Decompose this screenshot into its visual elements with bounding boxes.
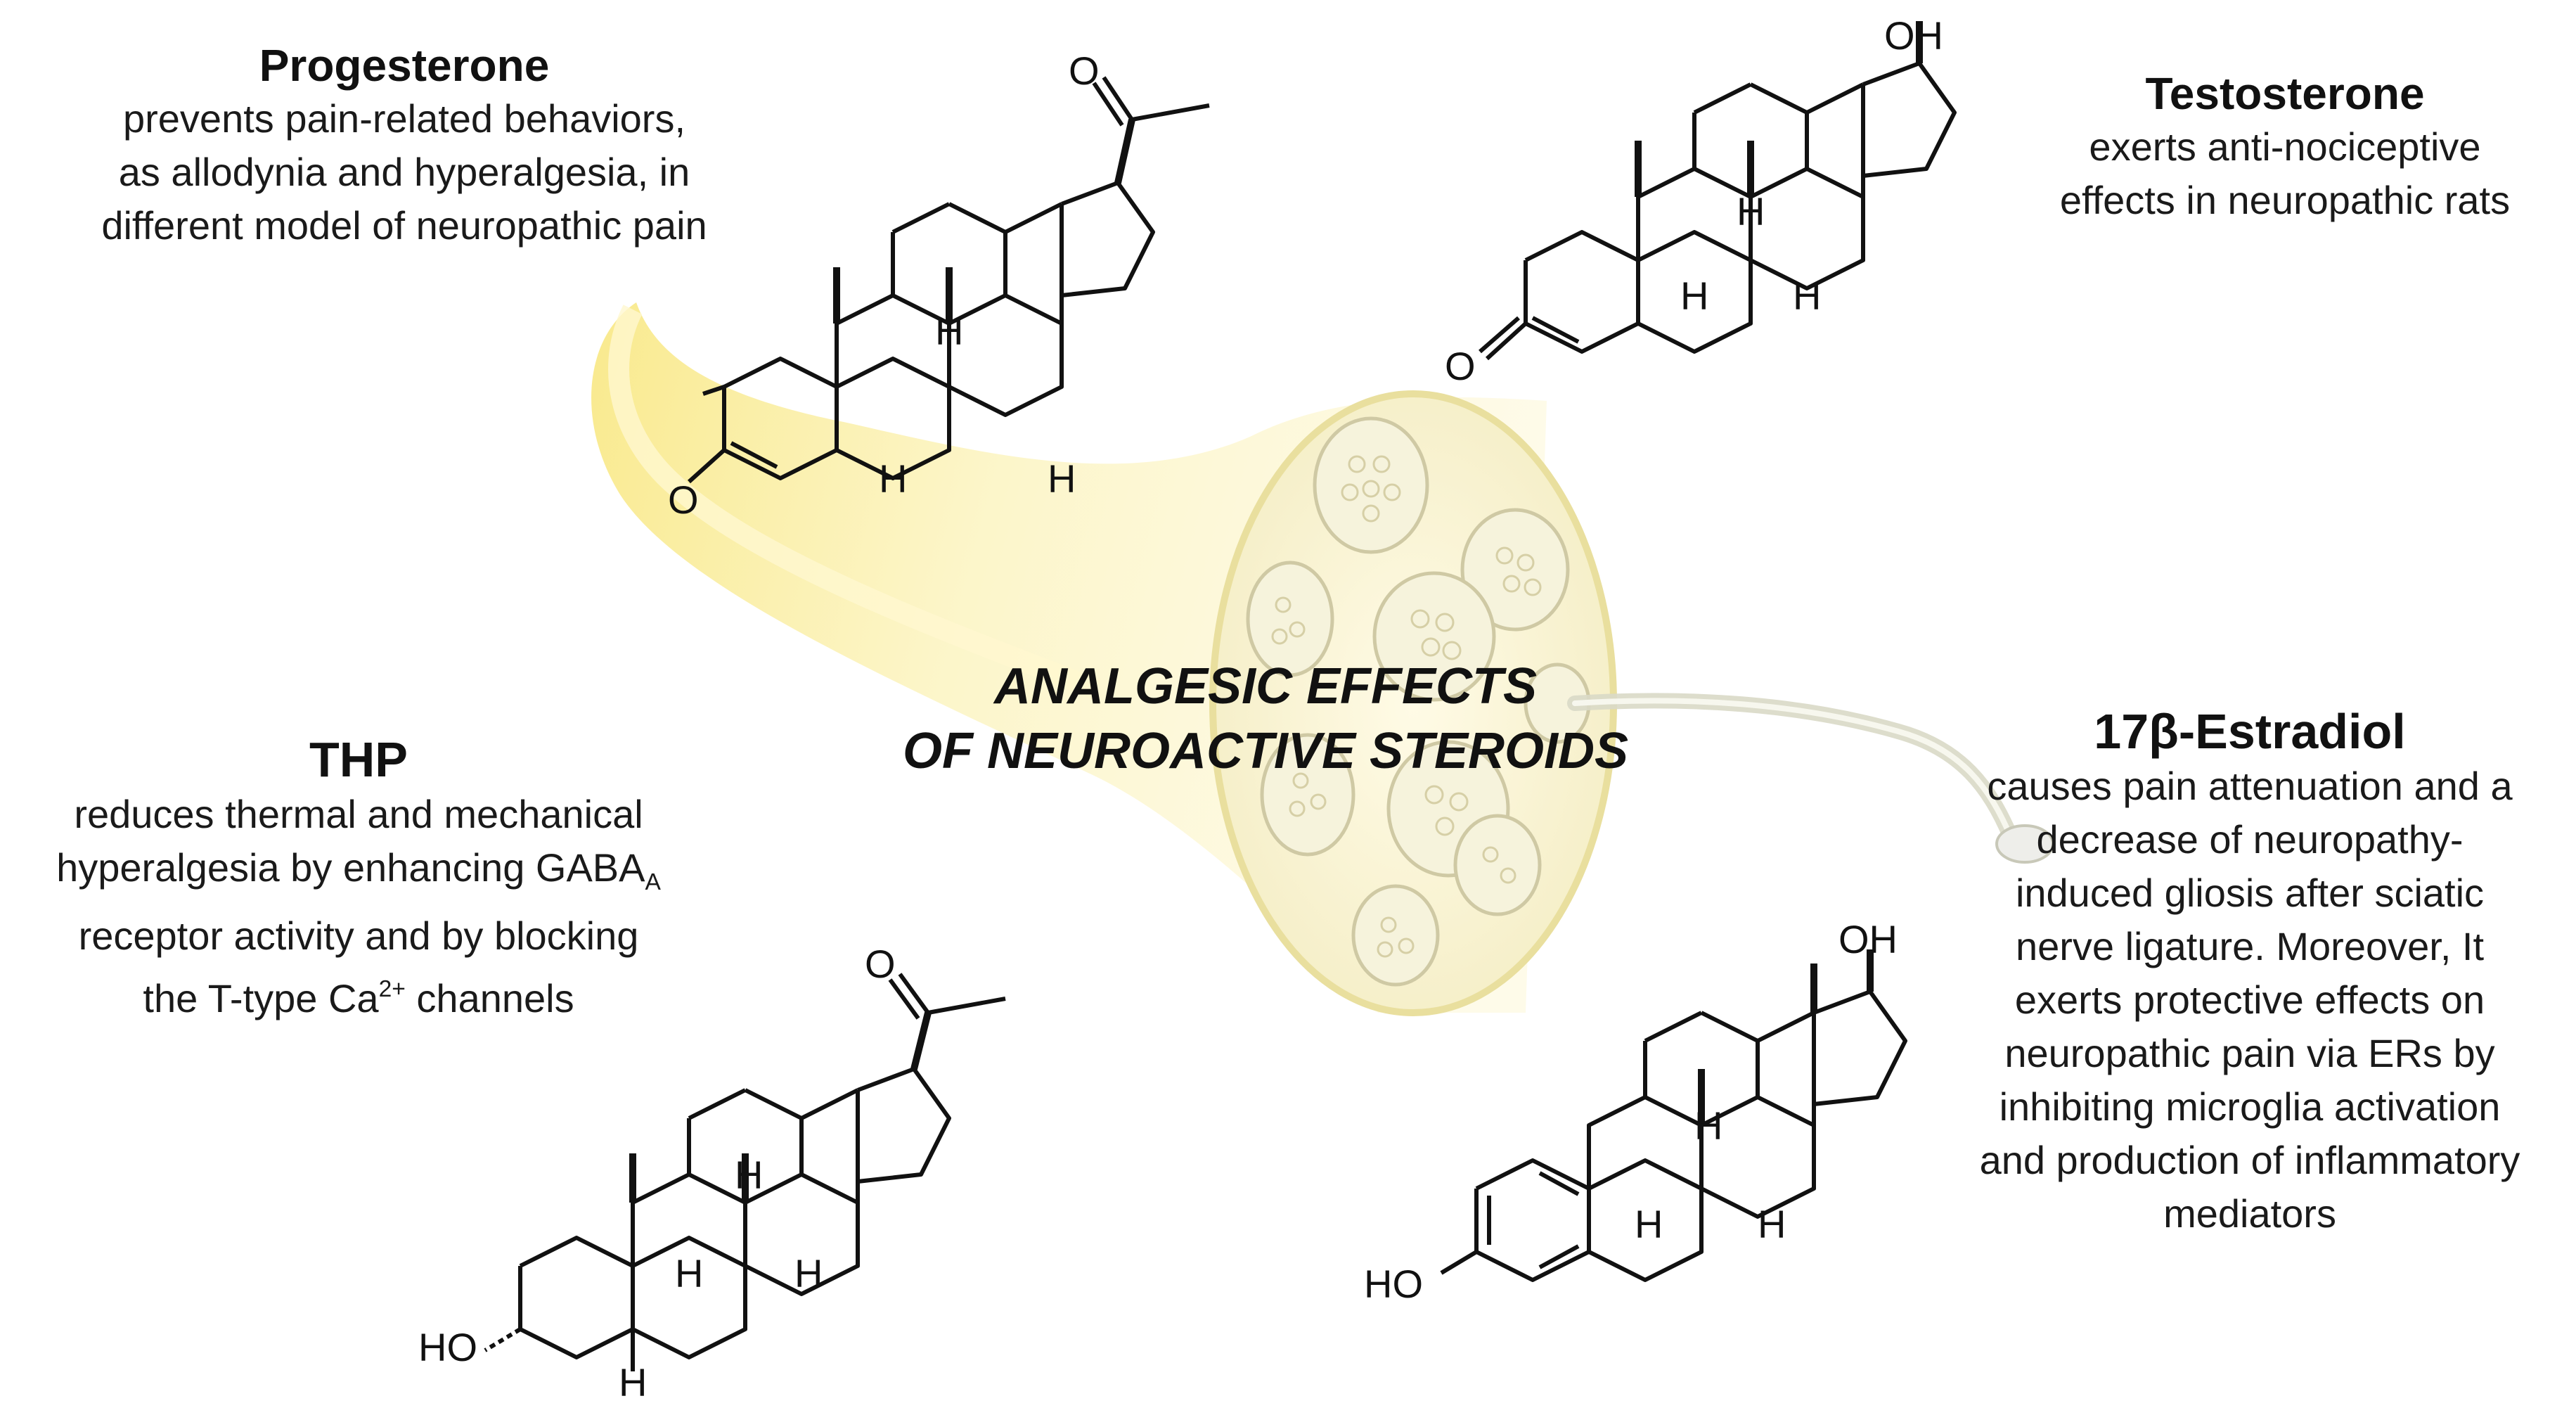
- thp-h1: H: [735, 1153, 763, 1197]
- nerve-illustration: [591, 302, 2054, 1016]
- thp-line-text: hyperalgesia by enhancing GABA: [56, 845, 645, 890]
- estradiol-line: causes pain attenuation and a: [1987, 764, 2513, 808]
- thp-o: O: [865, 942, 896, 986]
- axons: [1271, 455, 1542, 958]
- progesterone-line: prevents pain-related behaviors,: [122, 96, 686, 141]
- thp-h3: H: [794, 1251, 823, 1295]
- fascicle: [1260, 733, 1355, 857]
- progesterone-o2: O: [668, 478, 699, 522]
- progesterone-title: Progesterone: [259, 40, 550, 91]
- electrode-wire-core: [1572, 698, 2014, 840]
- testosterone-h3: H: [1793, 274, 1821, 318]
- progesterone-o1: O: [1069, 49, 1100, 93]
- estradiol-line: mediators: [2163, 1191, 2336, 1236]
- center-title: ANALGESIC EFFECTS OF NEUROACTIVE STEROID…: [809, 654, 1722, 783]
- thp-title: THP: [309, 732, 408, 787]
- estradiol-h3: H: [1758, 1202, 1786, 1246]
- testosterone-line: effects in neuropathic rats: [2059, 178, 2511, 222]
- estradiol-structure: [1440, 949, 1907, 1282]
- fascicle: [1460, 508, 1570, 632]
- testosterone-line: exerts anti-nociceptive: [2089, 124, 2481, 169]
- thp-line-text: the T-type Ca: [143, 975, 379, 1020]
- estradiol-oh: OH: [1838, 917, 1898, 961]
- fascicle: [1246, 561, 1334, 677]
- progesterone-description: Progesterone prevents pain-related behav…: [42, 39, 766, 252]
- progesterone-line: different model of neuropathic pain: [101, 203, 707, 248]
- progesterone-h2: H: [879, 456, 907, 501]
- estradiol-h2: H: [1635, 1202, 1663, 1246]
- progesterone-line: as allodynia and hyperalgesia, in: [118, 150, 690, 194]
- testosterone-h2: H: [1680, 274, 1708, 318]
- testosterone-structure: [1479, 21, 1957, 361]
- thp-line-text: channels: [405, 975, 574, 1020]
- center-title-line2: OF NEUROACTIVE STEROIDS: [902, 723, 1629, 779]
- fascicle: [1313, 416, 1429, 554]
- estradiol-line: nerve ligature. Moreover, It: [2015, 924, 2485, 968]
- testosterone-oh: OH: [1884, 13, 1943, 58]
- fascicles: [1246, 416, 1591, 987]
- thp-structure: [484, 973, 1006, 1371]
- fascicle: [1453, 814, 1542, 916]
- estradiol-line: exerts protective effects on: [2014, 978, 2485, 1022]
- estradiol-ho: HO: [1364, 1262, 1423, 1306]
- estradiol-title: 17β-Estradiol: [2094, 704, 2406, 759]
- estradiol-line: induced gliosis after sciatic: [2015, 871, 2485, 915]
- testosterone-o: O: [1445, 344, 1476, 388]
- progesterone-h1: H: [935, 309, 963, 353]
- estradiol-line: and production of inflammatory: [1979, 1138, 2520, 1182]
- testosterone-description: Testosterone exerts anti-nociceptive eff…: [1969, 67, 2576, 227]
- thp-description: THP reduces thermal and mechanical hyper…: [14, 731, 703, 1025]
- progesterone-h3: H: [1048, 456, 1076, 501]
- thp-ho: HO: [418, 1325, 477, 1369]
- nerve-highlight: [608, 305, 1101, 700]
- estradiol-line: neuropathic pain via ERs by: [2004, 1031, 2495, 1075]
- thp-line: the T-type Ca2+ channels: [14, 963, 703, 1025]
- testosterone-title: Testosterone: [2145, 68, 2425, 119]
- fascicle: [1351, 884, 1440, 987]
- gaba-subscript: A: [645, 869, 661, 895]
- electrode-tip: [1995, 824, 2054, 864]
- testosterone-h1: H: [1737, 189, 1765, 233]
- calcium-superscript: 2+: [378, 975, 406, 1002]
- thp-line: hyperalgesia by enhancing GABAA: [14, 841, 703, 909]
- thp-h2: H: [675, 1251, 703, 1295]
- progesterone-structure: [687, 76, 1210, 484]
- estradiol-line: inhibiting microglia activation: [1999, 1084, 2501, 1129]
- thp-line: reduces thermal and mechanical: [74, 792, 643, 836]
- estradiol-line: decrease of neuropathy-: [2036, 817, 2464, 862]
- estradiol-h1: H: [1694, 1103, 1722, 1148]
- thp-line: receptor activity and by blocking: [78, 913, 639, 958]
- thp-h4: H: [619, 1360, 647, 1404]
- estradiol-description: 17β-Estradiol causes pain attenuation an…: [1926, 703, 2573, 1241]
- center-title-line1: ANALGESIC EFFECTS: [993, 658, 1538, 715]
- fascicle: [1372, 571, 1496, 702]
